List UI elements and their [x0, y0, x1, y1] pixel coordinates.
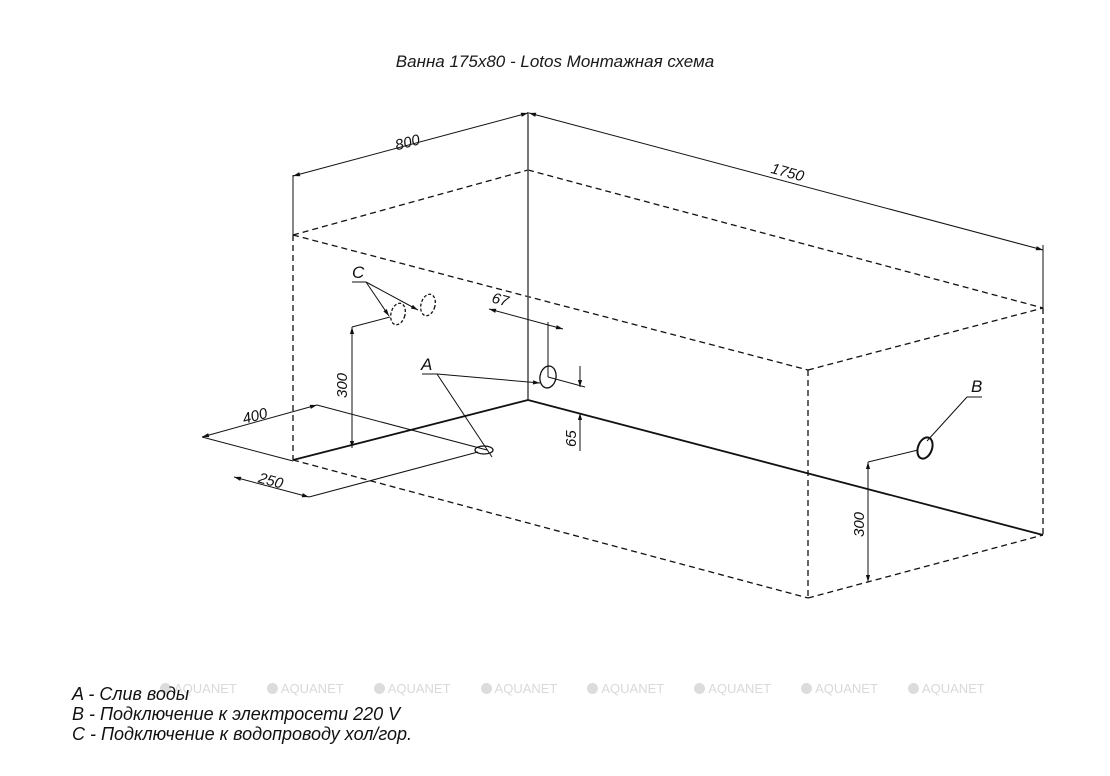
dimension-800: [292, 112, 529, 235]
dimension-300-right: [865, 449, 919, 582]
watermark: AQUANET: [160, 681, 237, 696]
drain-hole-floor: [474, 445, 494, 455]
water-connection-holes: [390, 293, 436, 326]
watermark: AQUANET: [480, 681, 557, 696]
dim-water-height-label: 300: [334, 372, 351, 398]
legend: A - Слив воды B - Подключение к электрос…: [72, 684, 412, 744]
watermark-logo-icon: [480, 683, 492, 694]
watermark: AQUANET: [694, 681, 771, 696]
dimension-67: [488, 308, 564, 377]
callout-c-leaders: [352, 281, 419, 317]
watermark-logo-icon: [907, 683, 919, 694]
callout-a-leaders: [422, 373, 541, 458]
drawing-title: Ванна 175x80 - Lotos Монтажная схема: [395, 52, 715, 71]
dimension-300-left: [349, 316, 391, 448]
watermark-logo-icon: [160, 683, 171, 694]
dim-overflow-height-label: 65: [563, 430, 580, 447]
dimension-250: [233, 451, 479, 498]
callout-b-leaders: [926, 396, 982, 442]
callout-b-label: B: [971, 377, 982, 396]
legend-item-a: A - Слив воды: [72, 684, 190, 704]
dim-overflow-offset-label: 67: [490, 290, 511, 311]
callout-a-label: A: [420, 355, 432, 374]
bathtub-outline-hidden: [292, 169, 1044, 599]
watermark-logo-icon: [587, 683, 599, 694]
dim-drain-x-label: 400: [241, 405, 270, 428]
watermark-logo-icon: [373, 683, 385, 694]
watermark: AQUANET: [587, 681, 664, 696]
legend-item-c: C - Подключение к водопроводу хол/гор.: [72, 724, 413, 744]
watermark: AQUANET: [907, 681, 985, 696]
dimension-400: [201, 404, 488, 462]
watermark: AQUANET: [266, 681, 344, 696]
overflow-hole-wall: [539, 365, 557, 389]
dimension-1750: [528, 112, 1044, 308]
electric-connection-hole: [916, 436, 934, 460]
watermark: AQUANET: [373, 681, 451, 696]
legend-item-b: B - Подключение к электросети 220 V: [72, 704, 401, 724]
dim-drain-y-label: 250: [255, 469, 285, 492]
watermark-logo-icon: [694, 683, 706, 694]
dim-width-label: 800: [393, 131, 422, 154]
dim-electric-height-label: 300: [851, 511, 868, 537]
watermark-row: AQUANET AQUANET AQUANET AQUANET AQUANET …: [160, 681, 985, 696]
watermark-logo-icon: [266, 683, 278, 694]
watermark: AQUANET: [801, 681, 878, 696]
watermark-logo-icon: [801, 683, 813, 694]
dimension-65: [547, 366, 586, 451]
callout-c-label: C: [352, 263, 365, 282]
